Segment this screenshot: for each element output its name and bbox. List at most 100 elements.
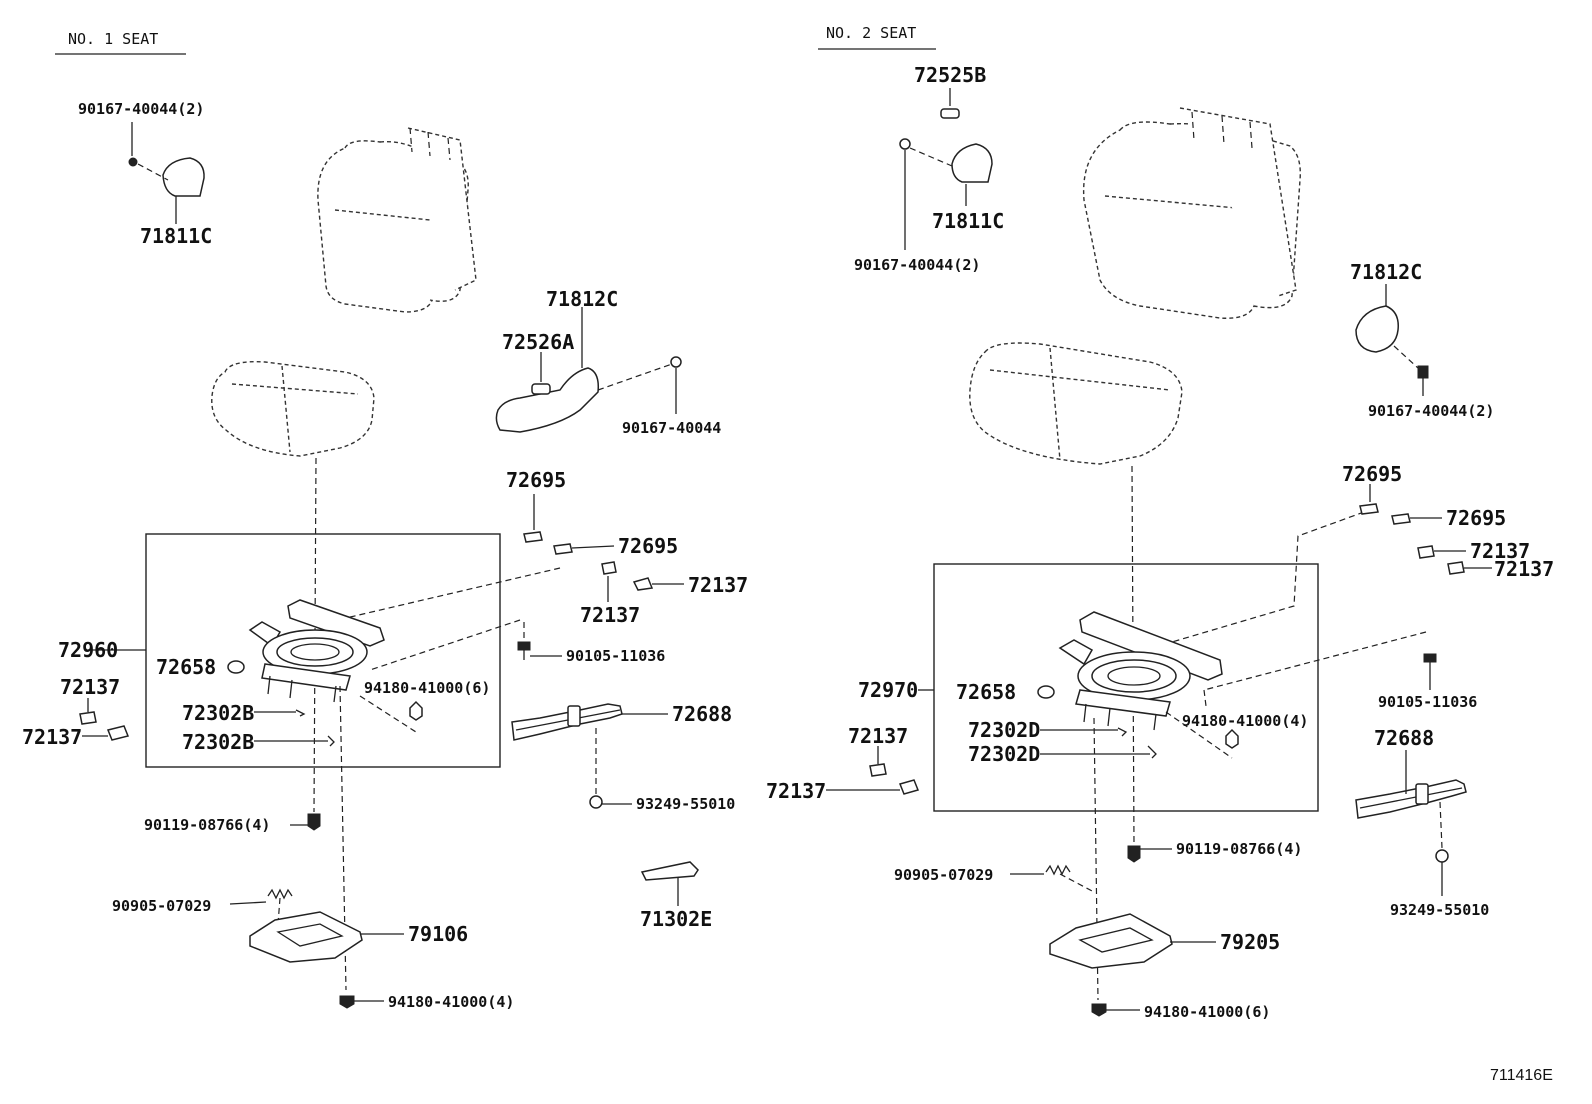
seat2-label-90119-08766-4: 90119-08766(4) (1176, 840, 1302, 858)
seat2-pad-72695-b-shape (1391, 513, 1411, 525)
seat1-pad-72695-b-shape (553, 543, 573, 555)
seat1-label-72302b-a: 72302B (182, 701, 254, 725)
seat1-label-79106: 79106 (408, 922, 468, 946)
seat1-bolt-90167-shape (128, 157, 138, 167)
seat1-clip-72137-c-shape (79, 711, 97, 725)
seat2-label-90167-40044-2a: 90167-40044(2) (854, 256, 980, 274)
seat2-spring-90905-shape (1045, 864, 1071, 876)
seat2-label-71811c: 71811C (932, 209, 1004, 233)
seat2-label-90905-07029: 90905-07029 (894, 866, 993, 884)
seat2-label-72970: 72970 (858, 678, 918, 702)
seat2-label-71812c: 71812C (1350, 260, 1422, 284)
seat1-label-90167-40044-2: 90167-40044(2) (78, 100, 204, 118)
seat1-swivel-mechanism-drawing (248, 599, 385, 703)
seat1-label-90119-08766-4: 90119-08766(4) (144, 816, 270, 834)
seat2-assembly-box (933, 563, 1319, 812)
seat1-label-94180-41000-4: 94180-41000(4) (388, 993, 514, 1011)
seat2-label-72695-b: 72695 (1446, 506, 1506, 530)
seat2-backrest-drawing (1082, 107, 1301, 319)
seat1-ring-72658-shape (227, 660, 245, 674)
seat2-bracket-71811c-shape (951, 143, 993, 183)
seat1-label-72526a: 72526A (502, 330, 574, 354)
seat2-label-72688: 72688 (1374, 726, 1434, 750)
seat2-label-79205: 79205 (1220, 930, 1280, 954)
seat2-group: 72525B 71811C 90167-40044(2) 71812C 9016… (766, 63, 1554, 1021)
seat2-ring-72658-shape (1037, 685, 1055, 699)
seat1-label-90167-40044: 90167-40044 (622, 419, 721, 437)
seat1-label-71811c: 71811C (140, 224, 212, 248)
seat2-label-72695-a: 72695 (1342, 462, 1402, 486)
seat2-bolt-90105-shape (1423, 653, 1437, 663)
seat2-label-72302d-b: 72302D (968, 742, 1040, 766)
seat1-label-72137-c: 72137 (60, 675, 120, 699)
seat1-pad-72695-a-shape (523, 531, 543, 543)
seat1-backrest-drawing (317, 127, 477, 313)
seat1-label-71812c: 71812C (546, 287, 618, 311)
seat2-swivel-mechanism-drawing (1058, 611, 1223, 731)
seat1-label-72137-b: 72137 (688, 573, 748, 597)
seat2-label-93249-55010: 93249-55010 (1390, 901, 1489, 919)
seat2-label-72137-b: 72137 (1494, 557, 1554, 581)
seat2-label-90105-11036: 90105-11036 (1378, 693, 1477, 711)
seat1-clip-72137-d-shape (106, 725, 130, 741)
seat2-label-94180-41000-6: 94180-41000(6) (1144, 1003, 1270, 1021)
seat1-bolt-90167-40044-shape (670, 356, 682, 368)
seat2-base-79205-shape (1049, 913, 1173, 969)
seat2-clip-72137-b-shape (1447, 561, 1465, 575)
seat1-bolt-90119-shape (307, 813, 321, 831)
seat2-header: NO. 2 SEAT (826, 24, 916, 42)
seat2-bolt-90167-b-shape (1417, 365, 1429, 379)
seat1-base-79106-shape (249, 911, 363, 963)
seat1-label-90105-11036: 90105-11036 (566, 647, 665, 665)
seat2-label-72658: 72658 (956, 680, 1016, 704)
seat1-bracket-71811c-shape (162, 157, 205, 197)
seat2-pad-72695-a-shape (1359, 503, 1379, 515)
seat2-label-72302d-a: 72302D (968, 718, 1040, 742)
seat1-label-71302e: 71302E (640, 907, 712, 931)
seat1-clip-72137-b-shape (632, 577, 654, 591)
seat1-label-72960: 72960 (58, 638, 118, 662)
seat1-label-72137-a: 72137 (580, 603, 640, 627)
seat1-label-72695-a: 72695 (506, 468, 566, 492)
seat1-nut-94180-4-shape (339, 995, 355, 1009)
seat1-cushion-drawing (211, 361, 375, 457)
seat1-header: NO. 1 SEAT (68, 30, 158, 48)
seat2-bolt-90119-shape (1127, 845, 1141, 863)
seat2-clip-72137-a-shape (1417, 545, 1435, 559)
seat2-clip-72137-d-shape (898, 779, 920, 795)
seat2-cushion-drawing (969, 342, 1183, 465)
seat1-label-90905-07029: 90905-07029 (112, 897, 211, 915)
seat1-group: 90167-40044(2) 71811C 71812C 72526A 9016… (22, 100, 748, 1011)
seat2-bolt-90167-a-shape (899, 138, 911, 150)
seat1-spring-90905-shape (267, 888, 293, 900)
seat2-clip-72137-c-shape (869, 763, 887, 777)
seat2-label-72137-c: 72137 (848, 724, 908, 748)
seat2-label-72525b: 72525B (914, 63, 986, 87)
seat1-bolt-90105-shape (517, 641, 531, 651)
seat1-knob-72526a-shape (531, 383, 551, 395)
seat2-label-90167-40044-2b: 90167-40044(2) (1368, 402, 1494, 420)
seat1-label-72688: 72688 (672, 702, 732, 726)
seat2-nut-94180-4-shape (1225, 728, 1239, 749)
seat2-cable-72688-drawing (1355, 779, 1467, 819)
seat2-cover-71812c-shape (1355, 305, 1399, 353)
seat1-label-72658: 72658 (156, 655, 216, 679)
seat2-label-72137-a: 72137 (1470, 539, 1530, 563)
seat1-grommet-93249-shape (589, 795, 603, 809)
seat1-nut-94180-6-shape (409, 700, 423, 721)
seat1-label-94180-41000-6: 94180-41000(6) (364, 679, 490, 697)
seat2-knob-72525b-shape (940, 108, 960, 119)
seat1-label-93249-55010: 93249-55010 (636, 795, 735, 813)
figure-code: 711416E (1490, 1067, 1553, 1084)
seat1-label-72302b-b: 72302B (182, 730, 254, 754)
seat2-label-72137-d: 72137 (766, 779, 826, 803)
seat1-clip-72137-a-shape (601, 561, 617, 575)
seat2-grommet-93249-shape (1435, 849, 1449, 863)
seat1-label-72695-b: 72695 (618, 534, 678, 558)
seat2-nut-94180-6-shape (1091, 1003, 1107, 1017)
seat1-cover-71812c-shape (495, 367, 600, 433)
seat1-lever-71302e-shape (640, 861, 699, 881)
seat2-label-94180-41000-4: 94180-41000(4) (1182, 712, 1308, 730)
